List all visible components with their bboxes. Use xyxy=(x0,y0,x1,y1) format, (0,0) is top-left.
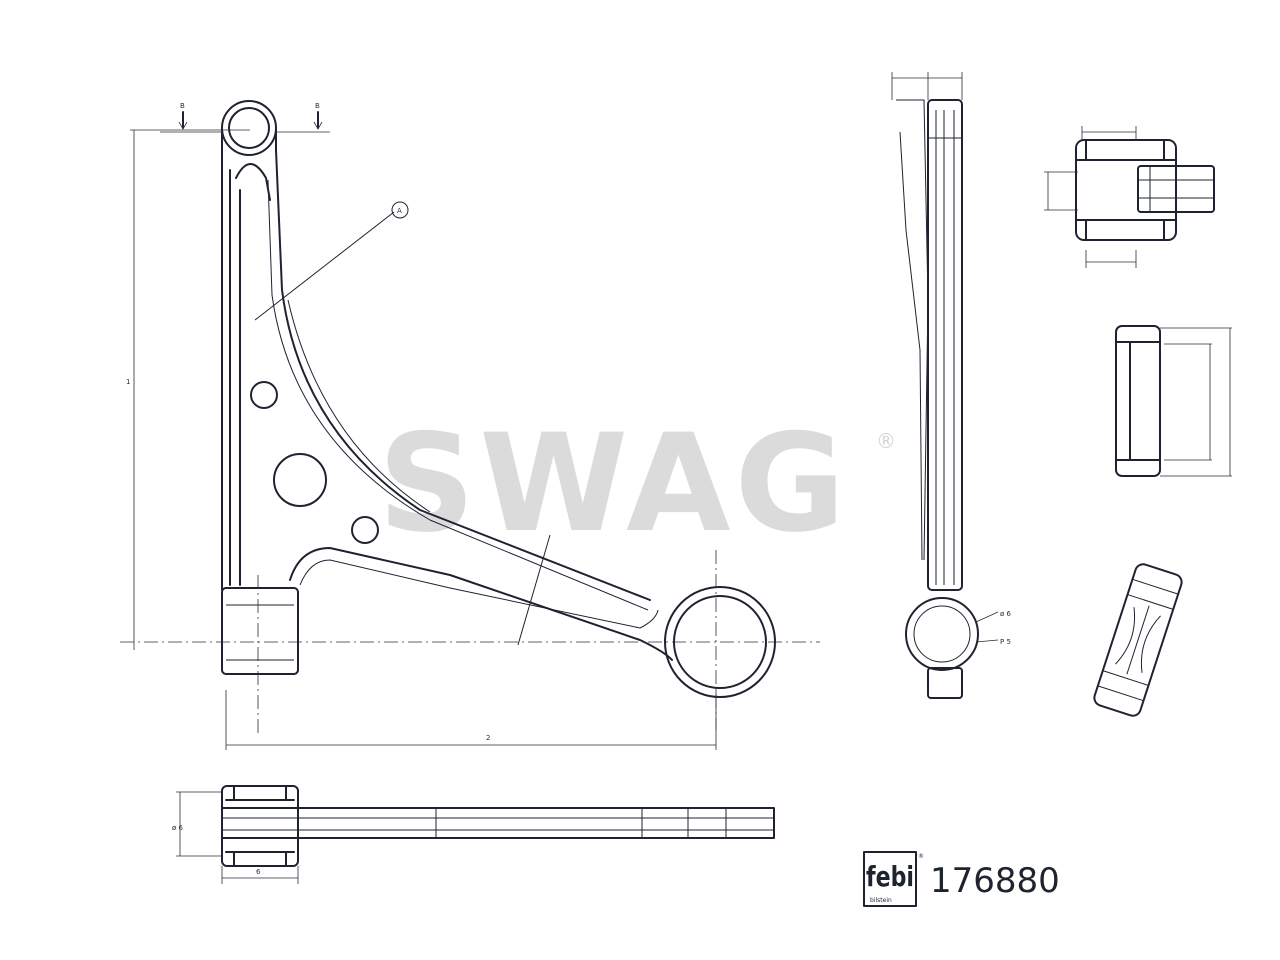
section-marker-left: B xyxy=(180,102,185,110)
width-dimension-label: 2 xyxy=(486,734,490,742)
arm-bottom-view: ø 6 6 xyxy=(172,785,775,884)
bottom-view-arm-bar xyxy=(221,807,775,839)
bush-width-dimension-label: 6 xyxy=(256,868,261,876)
arm-lower-contour xyxy=(289,547,673,661)
side-view-bottom-stub xyxy=(927,667,963,699)
sleeve-detail-view xyxy=(1115,325,1232,477)
callout-leader xyxy=(254,211,395,321)
iso-bushing-details xyxy=(1097,578,1179,702)
bushing-detail-view xyxy=(1044,126,1215,268)
sleeve-ends xyxy=(1115,341,1161,461)
top-eye-outer xyxy=(221,100,277,156)
bottom-view-bush-flanges xyxy=(225,785,295,867)
side-view-dia-small-label: ø 6 xyxy=(1000,610,1012,618)
arm-rib xyxy=(287,299,431,513)
side-view-main-bar xyxy=(927,99,963,591)
bushing-flanges xyxy=(1075,139,1177,241)
vertical-member-inner-edge xyxy=(229,169,241,586)
arm-outer-curve xyxy=(275,149,651,601)
isometric-bushing-view xyxy=(1093,563,1183,717)
swag-watermark: SWAG xyxy=(378,405,849,562)
side-view-dia-big-label: P 5 xyxy=(1000,638,1011,646)
side-view-eye-inner xyxy=(913,605,971,663)
section-cut-line xyxy=(517,534,551,646)
main-view-dimensions: 1 2 B B xyxy=(126,102,717,750)
top-eye-inner xyxy=(228,107,270,149)
logo-registered-mark: ® xyxy=(918,853,924,860)
arm-side-view: ø 6 P 5 xyxy=(891,72,1012,699)
bushing-body xyxy=(1075,139,1177,241)
thickness-dimension-label: ø 6 xyxy=(172,824,184,832)
arm-outer-curve-inner xyxy=(267,179,649,611)
febi-bilstein-logo: febi bilstein ® xyxy=(863,851,924,907)
small-hole-lower xyxy=(351,516,379,544)
bushing-inner-sleeve xyxy=(1137,165,1215,213)
control-arm-front-view: A xyxy=(120,100,820,735)
callout-label: A xyxy=(397,207,402,215)
bottom-bush-detail xyxy=(226,604,294,661)
small-hole-upper xyxy=(250,381,278,409)
febi-logo-text: febi xyxy=(866,860,914,893)
upper-pocket xyxy=(235,163,271,201)
watermark-registered-mark: ® xyxy=(876,429,896,453)
iso-bushing-body xyxy=(1093,563,1183,717)
part-number: 176880 xyxy=(930,861,1060,901)
side-view-bar-lines xyxy=(928,110,962,585)
callout-bubble xyxy=(391,201,409,219)
bilstein-logo-text: bilstein xyxy=(870,897,892,904)
arm-lower-contour-inner xyxy=(299,559,659,629)
side-view-ghost-profile xyxy=(896,99,929,561)
bottom-bush-housing xyxy=(221,587,299,675)
sleeve-body xyxy=(1115,325,1161,477)
side-view-eye-outer xyxy=(905,597,979,671)
large-hole xyxy=(273,453,327,507)
section-marker-right: B xyxy=(315,102,320,110)
height-dimension-label: 1 xyxy=(126,378,130,386)
bottom-view-arm-detail xyxy=(222,808,774,838)
